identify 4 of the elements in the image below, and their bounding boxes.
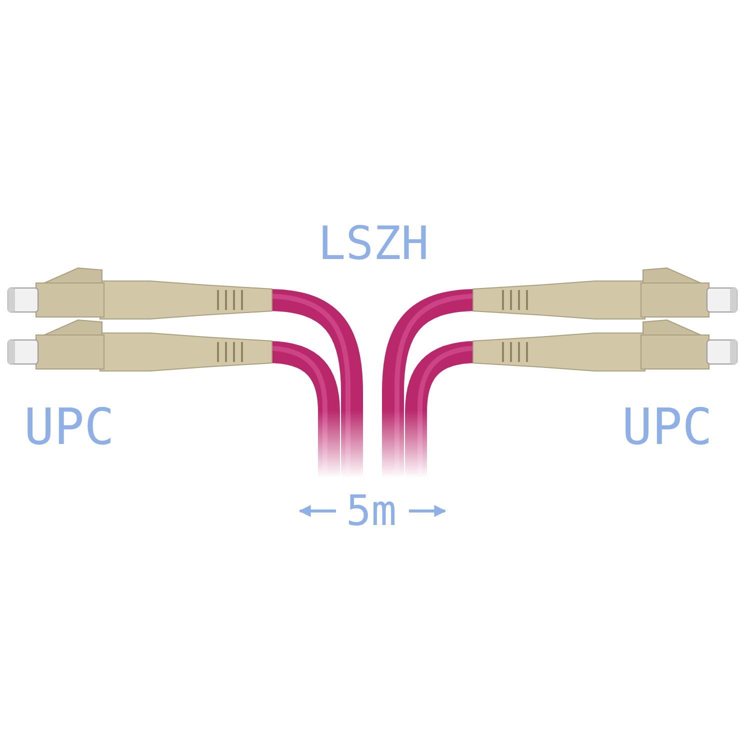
polish-type-label: UPC [622,402,712,452]
cable-type-label: LSZH [318,220,429,266]
polish-type-label: UPC [24,402,114,452]
length-label: 5m [346,490,397,532]
